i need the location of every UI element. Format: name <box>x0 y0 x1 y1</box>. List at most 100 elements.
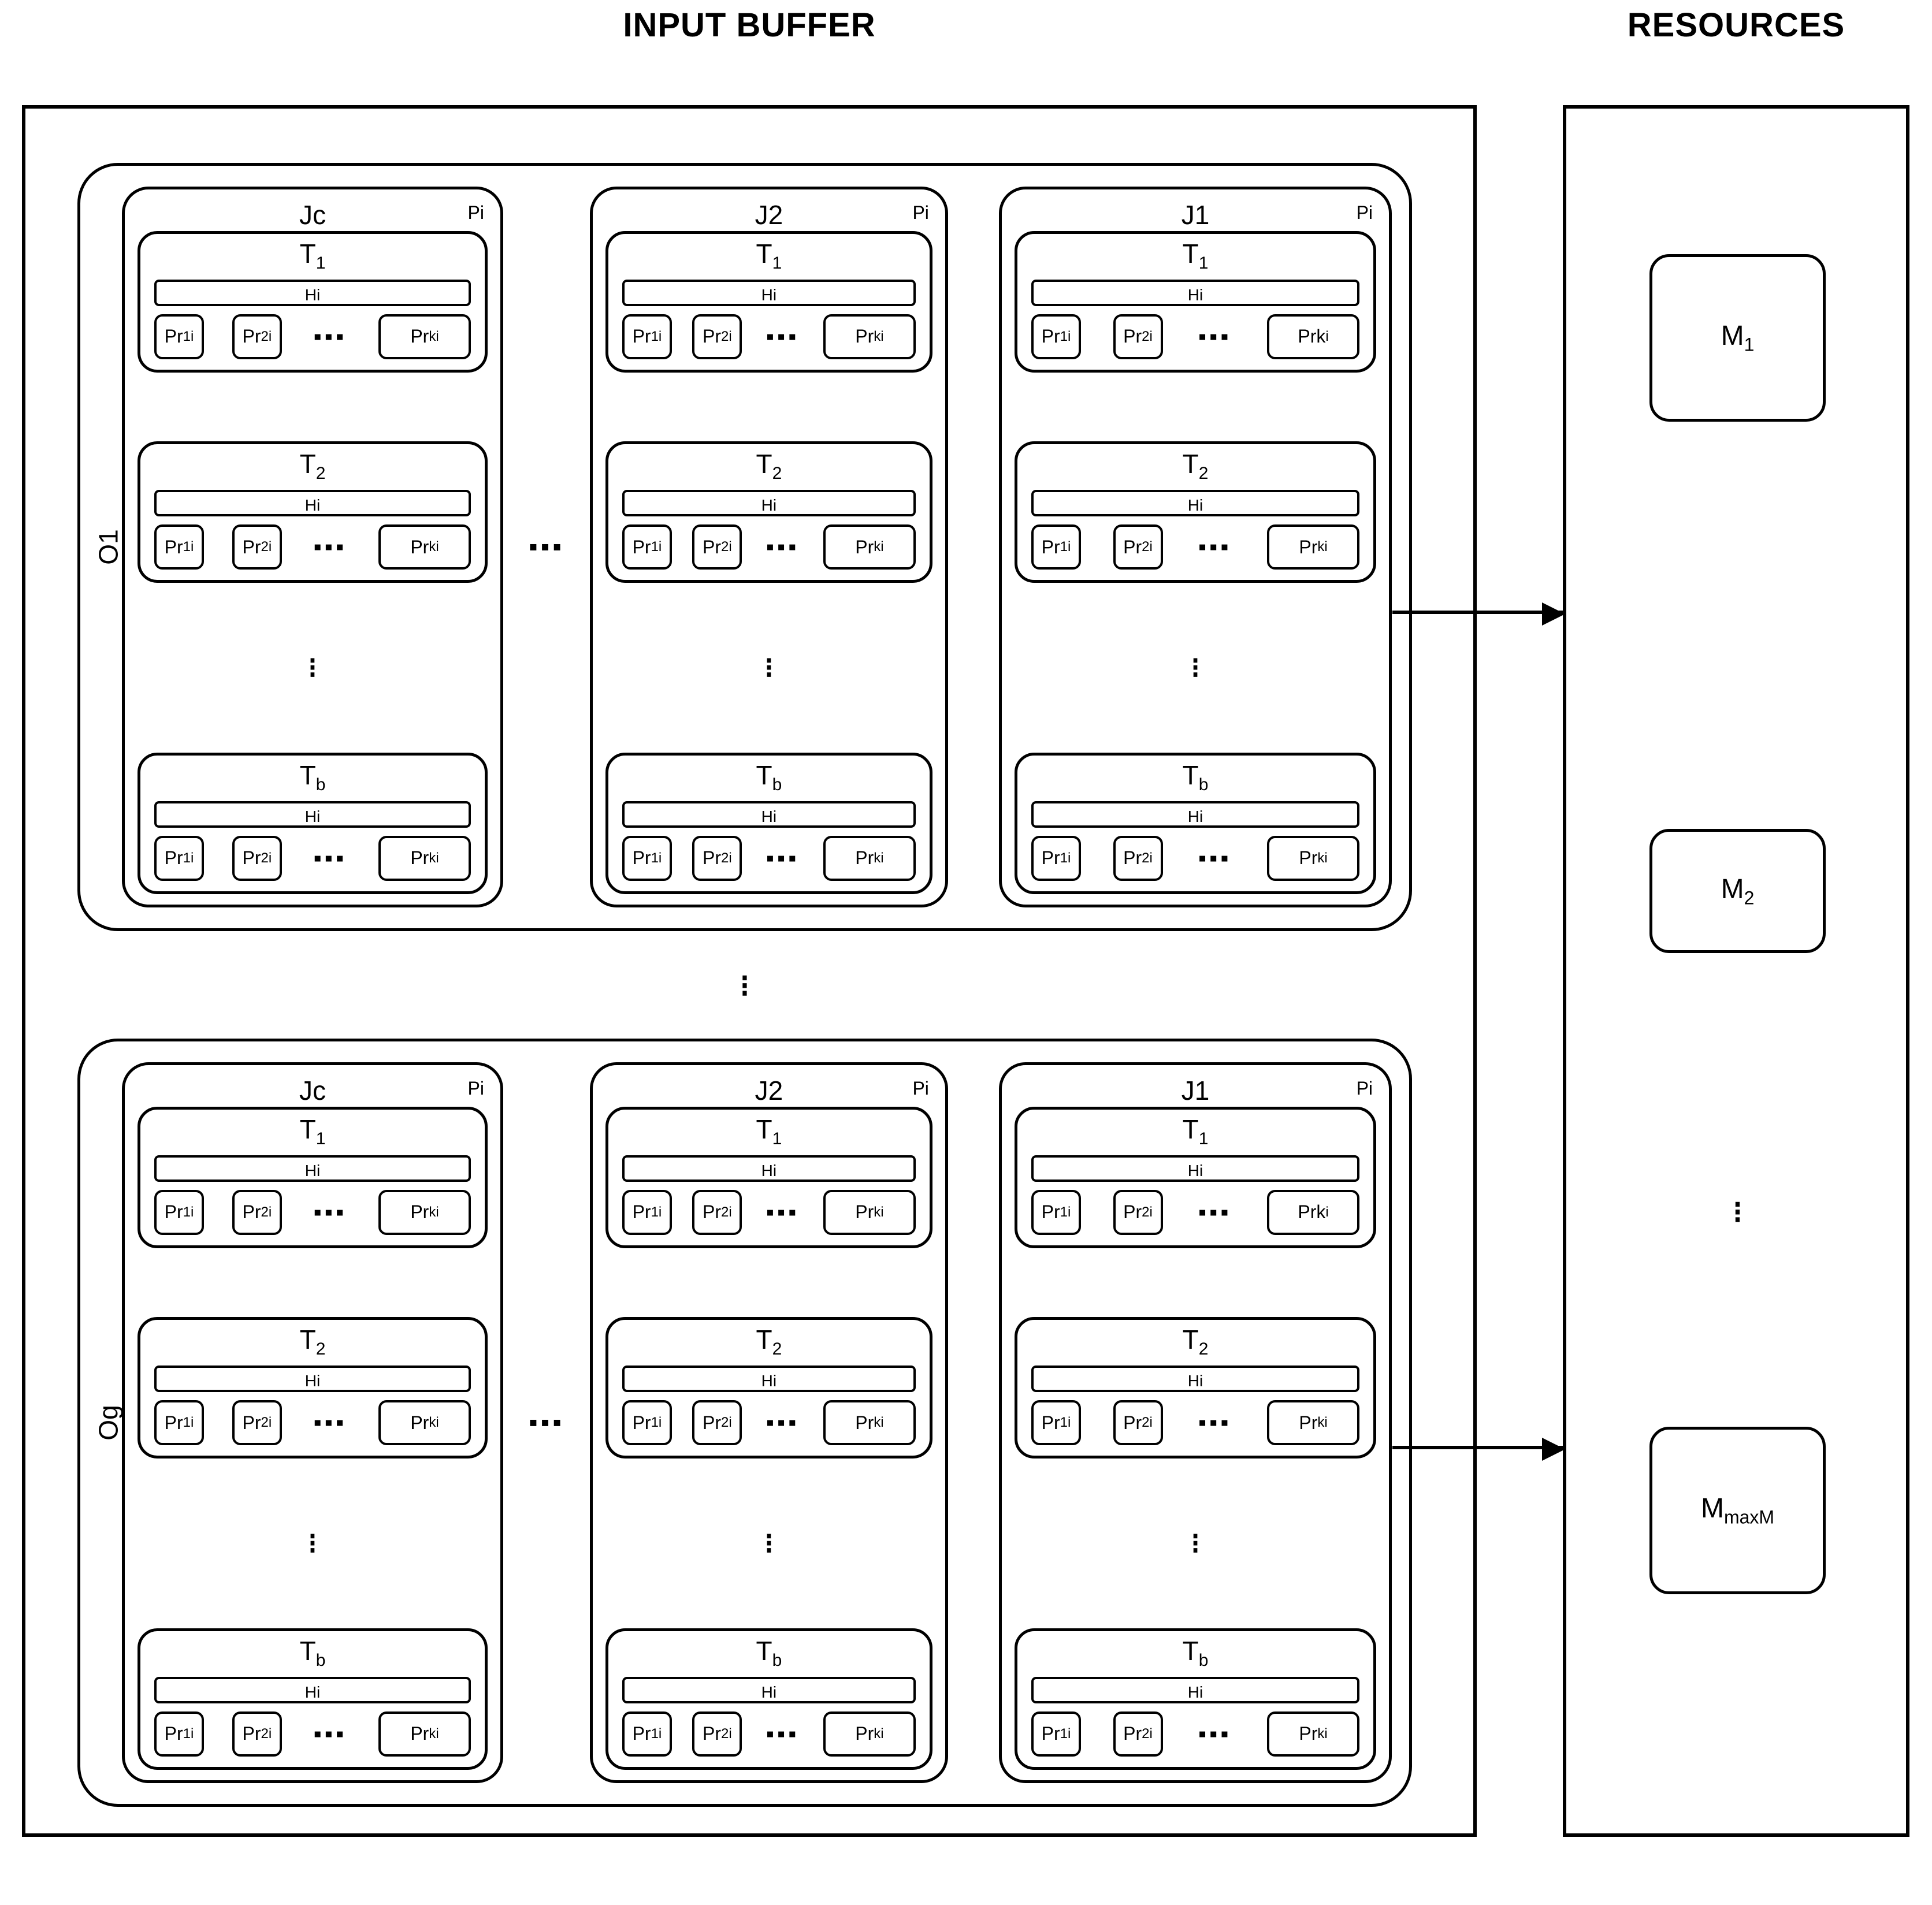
task-name-base: T <box>299 760 316 791</box>
machine-box-mmaxm[interactable]: MmaxM <box>1649 1427 1826 1594</box>
processor-base: Pr <box>410 326 429 347</box>
processor-sub: ki <box>429 328 439 344</box>
machine-box-m1[interactable]: M1 <box>1649 254 1826 422</box>
hi-bar: Hi <box>1031 1366 1360 1393</box>
processor-base: Pr <box>242 326 261 347</box>
processor-base: Pr <box>1123 326 1142 347</box>
task-ellipsis: ⁝ <box>308 651 317 684</box>
processor-sub: 1i <box>1060 1204 1071 1220</box>
job-name: J1 <box>1181 200 1210 230</box>
machine-box-m2[interactable]: M2 <box>1649 829 1826 953</box>
task-name-base: T <box>299 449 316 479</box>
processor-ellipsis: ▪▪▪ <box>1198 323 1232 349</box>
task-name-base: T <box>756 1114 772 1144</box>
